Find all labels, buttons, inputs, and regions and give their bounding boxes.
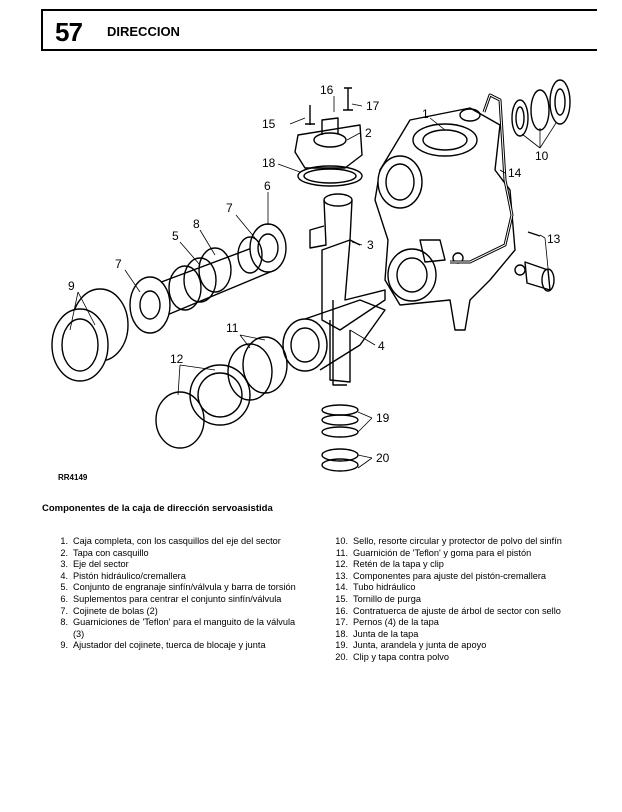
legend-item: 19.Junta, arandela y junta de apoyo: [335, 640, 487, 651]
legend-left: 1.Caja completa, con los casquillos del …: [52, 536, 302, 652]
legend-item: 20.Clip y tapa contra polvo: [335, 651, 450, 662]
legend-item: 6.Suplementos para centrar el conjunto s…: [60, 593, 282, 604]
legend-item: 7.Cojinete de bolas (2): [60, 605, 158, 616]
exploded-diagram: 1 2 3 4 5 6 7 7 8 9 10 11 12 13 14 15 16…: [51, 79, 571, 472]
callout: 4: [378, 339, 385, 353]
legend-item: 11.Guarnición de 'Teflon' y goma para el…: [335, 547, 532, 558]
callout: 18: [262, 156, 276, 170]
figure-caption: Componentes de la caja de dirección serv…: [42, 503, 273, 514]
callout: 7: [226, 201, 233, 215]
callout-numbers: 1 2 3 4 5 6 7 7 8 9 10 11 12 13 14 15 16…: [68, 83, 561, 465]
sector-shaft-seals: [321, 404, 359, 472]
legend-item: 18.Junta de la tapa: [335, 628, 419, 639]
callout: 16: [320, 83, 334, 97]
legend-item: 10.Sello, resorte circular y protector d…: [335, 536, 562, 546]
callout: 2: [365, 126, 372, 140]
callout: 3: [367, 238, 374, 252]
figure-reference: RR4149: [58, 473, 88, 482]
callout: 8: [193, 217, 200, 231]
callout: 13: [547, 232, 561, 246]
callout: 7: [115, 257, 122, 271]
section-header: 57 DIRECCION: [41, 9, 597, 51]
legend-item: 16.Contratuerca de ajuste de árbol de se…: [335, 605, 561, 616]
section-number: 57: [55, 17, 83, 47]
callout: 6: [264, 179, 271, 193]
legend-item: 9.Ajustador del cojinete, tuerca de bloc…: [60, 640, 266, 651]
legend-item: 4.Pistón hidráulico/cremallera: [60, 570, 186, 581]
section-title: DIRECCION: [107, 24, 180, 39]
callout: 5: [172, 229, 179, 243]
legend-item: 8.Guarniciones de 'Teflon' para el mangu…: [60, 617, 296, 639]
callout: 12: [170, 352, 184, 366]
piston-seals: [155, 336, 288, 449]
callout: 10: [535, 149, 549, 163]
legend-item: 13.Componentes para ajuste del pistón-cr…: [335, 570, 547, 581]
legend-item: 14.Tubo hidráulico: [335, 582, 416, 593]
worm-seals: [511, 79, 571, 137]
callout: 19: [376, 411, 390, 425]
legend-item: 17.Pernos (4) de la tapa: [335, 617, 439, 628]
callout: 15: [262, 117, 276, 131]
worm-valve-assembly: [51, 223, 287, 382]
callout: 9: [68, 279, 75, 293]
callout: 14: [508, 166, 522, 180]
legend-item: 12.Retén de la tapa y clip: [335, 559, 444, 570]
legend-item: 1.Caja completa, con los casquillos del …: [60, 536, 281, 546]
rack-adjuster-parts: [514, 231, 555, 292]
legend-right: 10.Sello, resorte circular y protector d…: [332, 536, 592, 664]
callout: 20: [376, 451, 390, 465]
callout: 1: [422, 107, 429, 121]
legend-item: 15.Tornillo de purga: [335, 593, 421, 604]
cover-assembly: [294, 87, 363, 187]
sector-shaft-and-rack: [282, 193, 386, 386]
leader-lines: [69, 96, 557, 469]
callout: 17: [366, 99, 380, 113]
steering-box-housing: [374, 107, 516, 331]
legend-item: 5.Conjunto de engranaje sinfín/válvula y…: [60, 582, 296, 593]
callout: 11: [226, 321, 239, 335]
legend-item: 2.Tapa con casquillo: [60, 547, 149, 558]
legend-item: 3.Eje del sector: [60, 559, 129, 570]
